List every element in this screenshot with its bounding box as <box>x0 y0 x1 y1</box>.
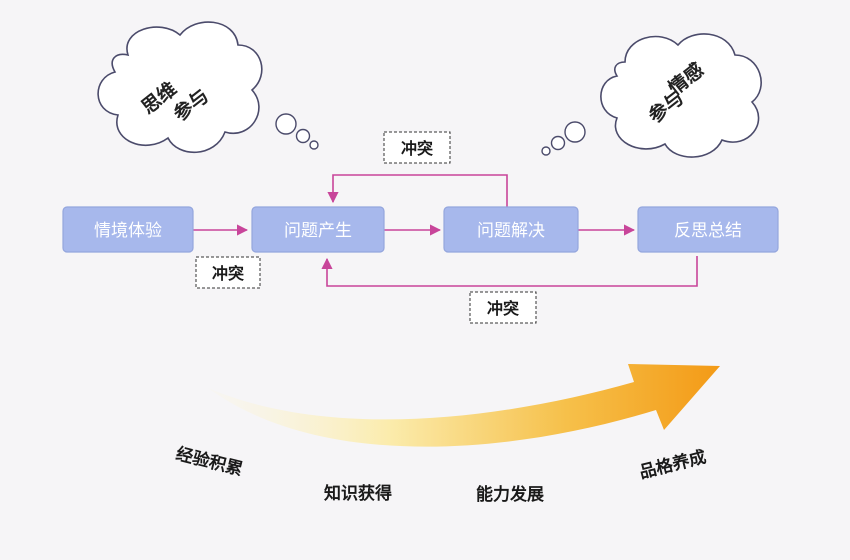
node-label: 问题解决 <box>477 221 545 241</box>
node-label: 情境体验 <box>94 221 162 241</box>
conflict-label-bottom-left: 冲突 <box>195 256 261 289</box>
node-problem-solving: 问题解决 <box>443 206 579 253</box>
conflict-label-top: 冲突 <box>383 131 451 164</box>
stage-ability-development: 能力发展 <box>476 484 544 505</box>
node-label: 反思总结 <box>674 221 742 241</box>
svg-text:冲突: 冲突 <box>212 264 244 283</box>
svg-text:冲突: 冲突 <box>487 299 519 318</box>
conflict-label-bottom-right: 冲突 <box>469 291 537 324</box>
growth-arrow-band <box>208 364 720 447</box>
left-thought-bubbles <box>275 113 319 150</box>
svg-text:冲突: 冲突 <box>401 139 433 158</box>
thinking-participation-cloud: 思维 参与 <box>97 21 263 154</box>
right-thought-bubbles <box>541 121 586 156</box>
stage-experience-accumulation: 经验积累 <box>174 443 245 480</box>
node-label: 问题产生 <box>284 221 352 241</box>
stage-character-formation: 品格养成 <box>637 446 708 483</box>
feedback-arrow-top <box>327 174 508 210</box>
emotional-participation-cloud: 情感 参与 <box>600 33 762 158</box>
node-situational-experience: 情境体验 <box>62 206 194 253</box>
node-reflection-summary: 反思总结 <box>637 206 779 253</box>
node-problem-arises: 问题产生 <box>251 206 385 253</box>
stage-knowledge-acquisition: 知识获得 <box>323 483 392 504</box>
feedback-arrow-bottom <box>321 256 698 287</box>
